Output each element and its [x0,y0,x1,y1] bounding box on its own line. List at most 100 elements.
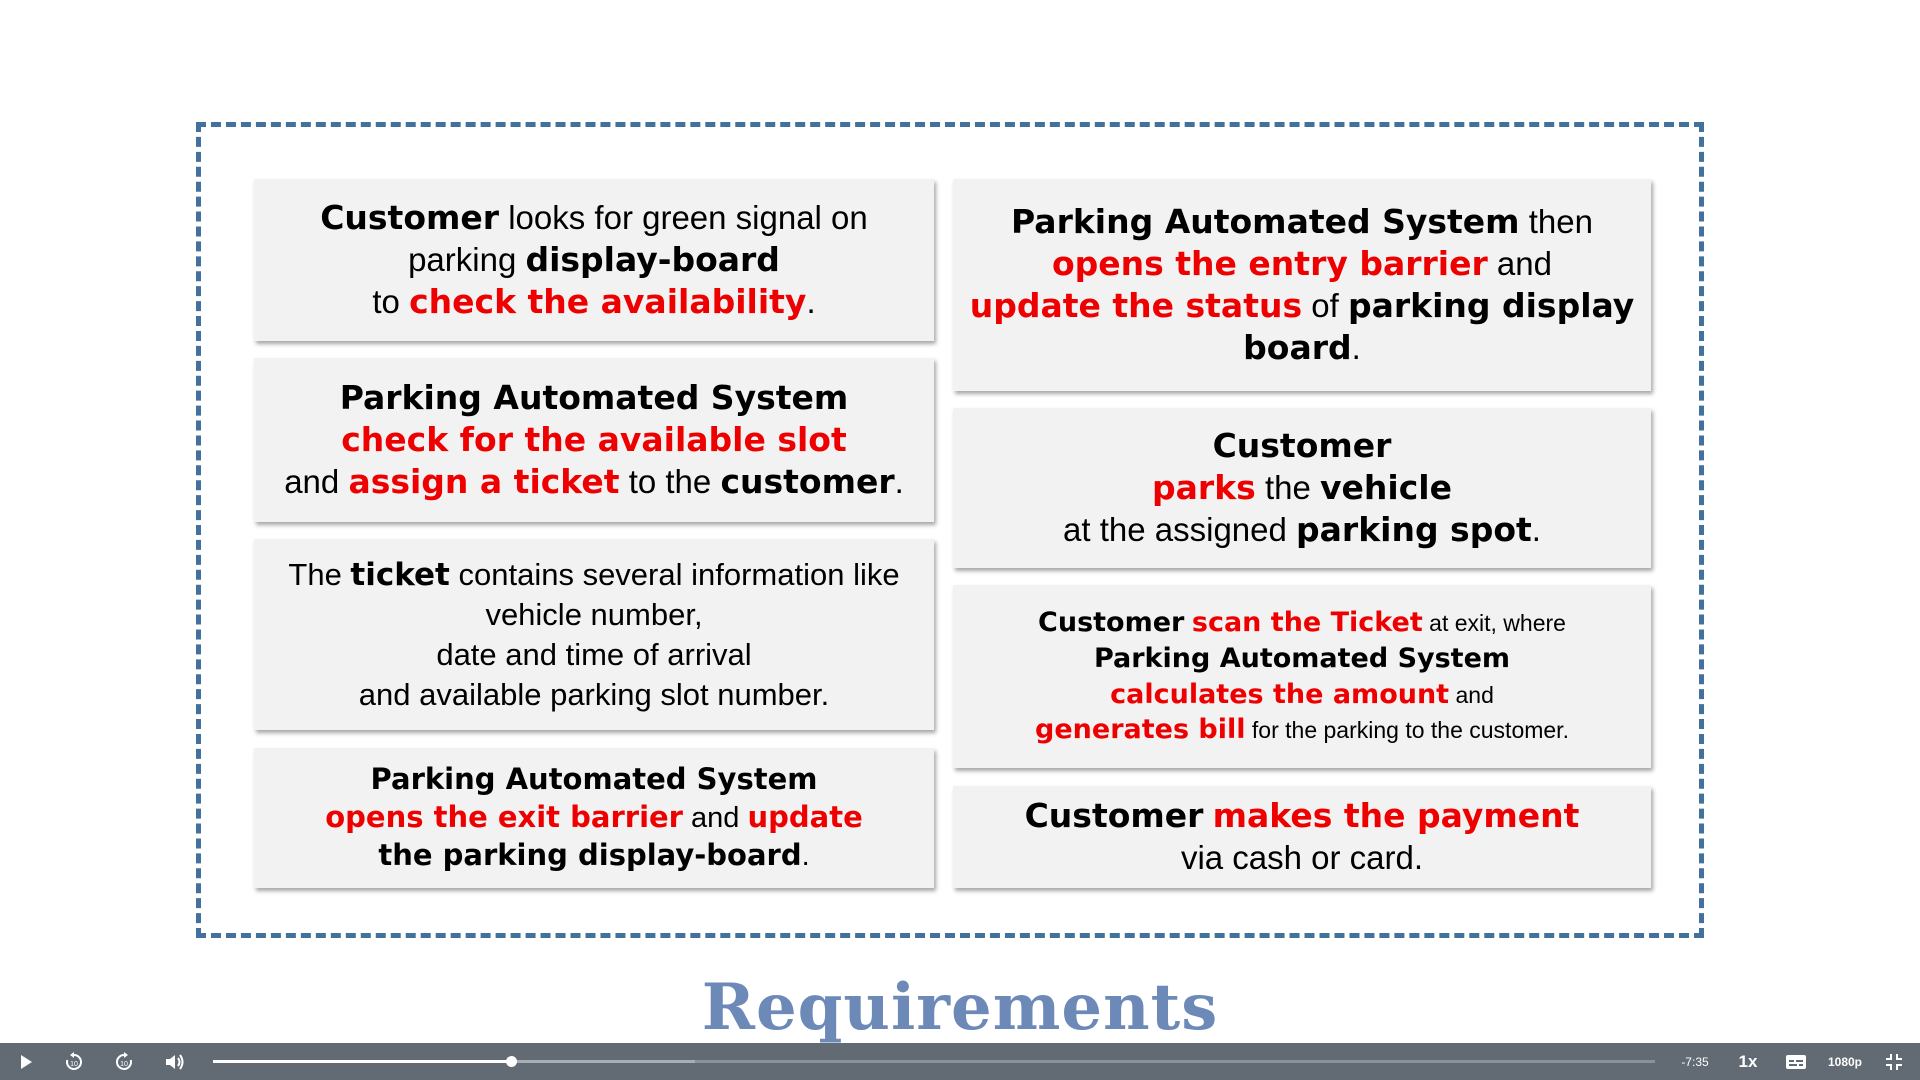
text: . [801,840,810,873]
text [1203,797,1212,834]
bold-text: Customer [1038,607,1185,639]
bold-text: Customer [1024,795,1204,835]
text: and [1487,244,1552,282]
quality-button[interactable]: 1080p [1827,1054,1863,1069]
card-line: Customer looks for green signal on [320,197,868,239]
forward-10-icon: 10 [114,1051,134,1072]
card-line: via cash or card. [1181,837,1423,879]
highlight-text: scan the Ticket [1191,607,1423,639]
highlight-text: generates bill [1035,714,1246,746]
highlight-text: calculates the amount [1110,678,1450,710]
card-line: generates bill for the parking to the cu… [1035,712,1569,748]
volume-icon [165,1053,185,1071]
bold-text: Parking Automated System [370,761,818,796]
text: the [1255,468,1321,506]
captions-button[interactable] [1778,1043,1814,1080]
bold-text: parking spot [1296,510,1532,550]
card-line: Parking Automated System then [1011,201,1593,243]
card-line: Customer [1213,425,1392,467]
bold-text: Parking Automated System [339,377,849,417]
card-line: update the status of parking display [970,285,1635,327]
player-control-bar: 10 10 -7:35 1x [0,1043,1920,1080]
bold-text: Customer [320,197,500,237]
card-line: opens the entry barrier and [1052,243,1552,285]
forward-button[interactable]: 10 [106,1043,142,1080]
text: and [284,463,349,501]
text: . [1351,329,1361,367]
bold-text: Parking Automated System [1093,642,1511,674]
card-line: date and time of arrival [436,635,751,675]
text: and available parking slot number. [358,676,830,712]
text: The [288,556,351,592]
bold-text: Customer [1212,425,1392,465]
text: to [372,283,410,321]
card-line: Parking Automated System [1094,641,1510,677]
progress-bar[interactable] [213,1056,1655,1067]
bold-text: Parking Automated System [1011,201,1520,241]
card-line: The ticket contains several information … [288,555,899,596]
highlight-text: opens the entry barrier [1051,243,1488,283]
highlight-text: parks [1152,467,1256,507]
text: and [682,801,748,834]
dashed-frame [196,122,1704,938]
svg-text:10: 10 [120,1061,128,1068]
text: at the assigned [1063,511,1297,549]
card-line: the parking display-board. [378,837,809,875]
rewind-10-icon: 10 [64,1051,84,1072]
card-line: Parking Automated System [340,377,849,419]
bold-text: parking display [1347,286,1635,325]
card-line: board. [1243,327,1361,369]
text: . [806,283,816,321]
highlight-text: check for the available slot [341,419,847,459]
text: contains several information like [449,556,900,592]
highlight-text: update [747,799,863,834]
text: . [894,463,904,501]
progress-handle[interactable] [506,1056,518,1067]
highlight-text: opens the exit barrier [325,799,683,834]
card-line: and available parking slot number. [359,675,829,715]
play-icon [19,1054,33,1070]
svg-text:10: 10 [70,1061,78,1068]
card-line: and assign a ticket to the customer. [284,461,904,503]
card-line: parks the vehicle [1152,467,1452,509]
highlight-text: update the status [969,286,1303,325]
captions-icon [1786,1054,1806,1069]
text: then [1519,202,1593,240]
fullscreen-button[interactable] [1876,1043,1912,1080]
bold-text: vehicle [1320,467,1452,507]
bold-text: ticket [350,556,450,593]
card-line: Parking Automated System [371,761,818,799]
bold-text: the parking display-board [378,838,802,873]
card-right-4: Customer makes the payment via cash or ca… [953,786,1651,888]
text: to the [619,463,721,501]
slide-title: Requirements [701,970,1219,1045]
highlight-text: makes the payment [1212,795,1580,835]
playback-speed-button[interactable]: 1x [1738,1051,1758,1071]
text [1184,607,1192,637]
highlight-text: assign a ticket [348,462,620,502]
rewind-button[interactable]: 10 [56,1043,92,1080]
time-remaining: -7:35 [1681,1054,1709,1069]
bold-text: board [1243,328,1352,368]
text: and [1449,681,1494,708]
text: for the parking to the customer. [1245,717,1569,744]
bold-text: display-board [525,239,780,279]
text: of [1302,287,1348,324]
text: via cash or card. [1180,839,1424,876]
volume-button[interactable] [157,1043,193,1080]
play-button[interactable] [8,1043,44,1080]
bold-text: customer [720,462,895,502]
text: . [1531,511,1541,549]
card-line: at the assigned parking spot. [1063,509,1541,551]
card-line: Customer scan the Ticket at exit, where [1038,605,1566,641]
card-line: check for the available slot [341,419,847,461]
text: at exit, where [1422,610,1566,637]
exit-fullscreen-icon [1886,1053,1902,1070]
card-line: calculates the amount and [1110,677,1494,713]
